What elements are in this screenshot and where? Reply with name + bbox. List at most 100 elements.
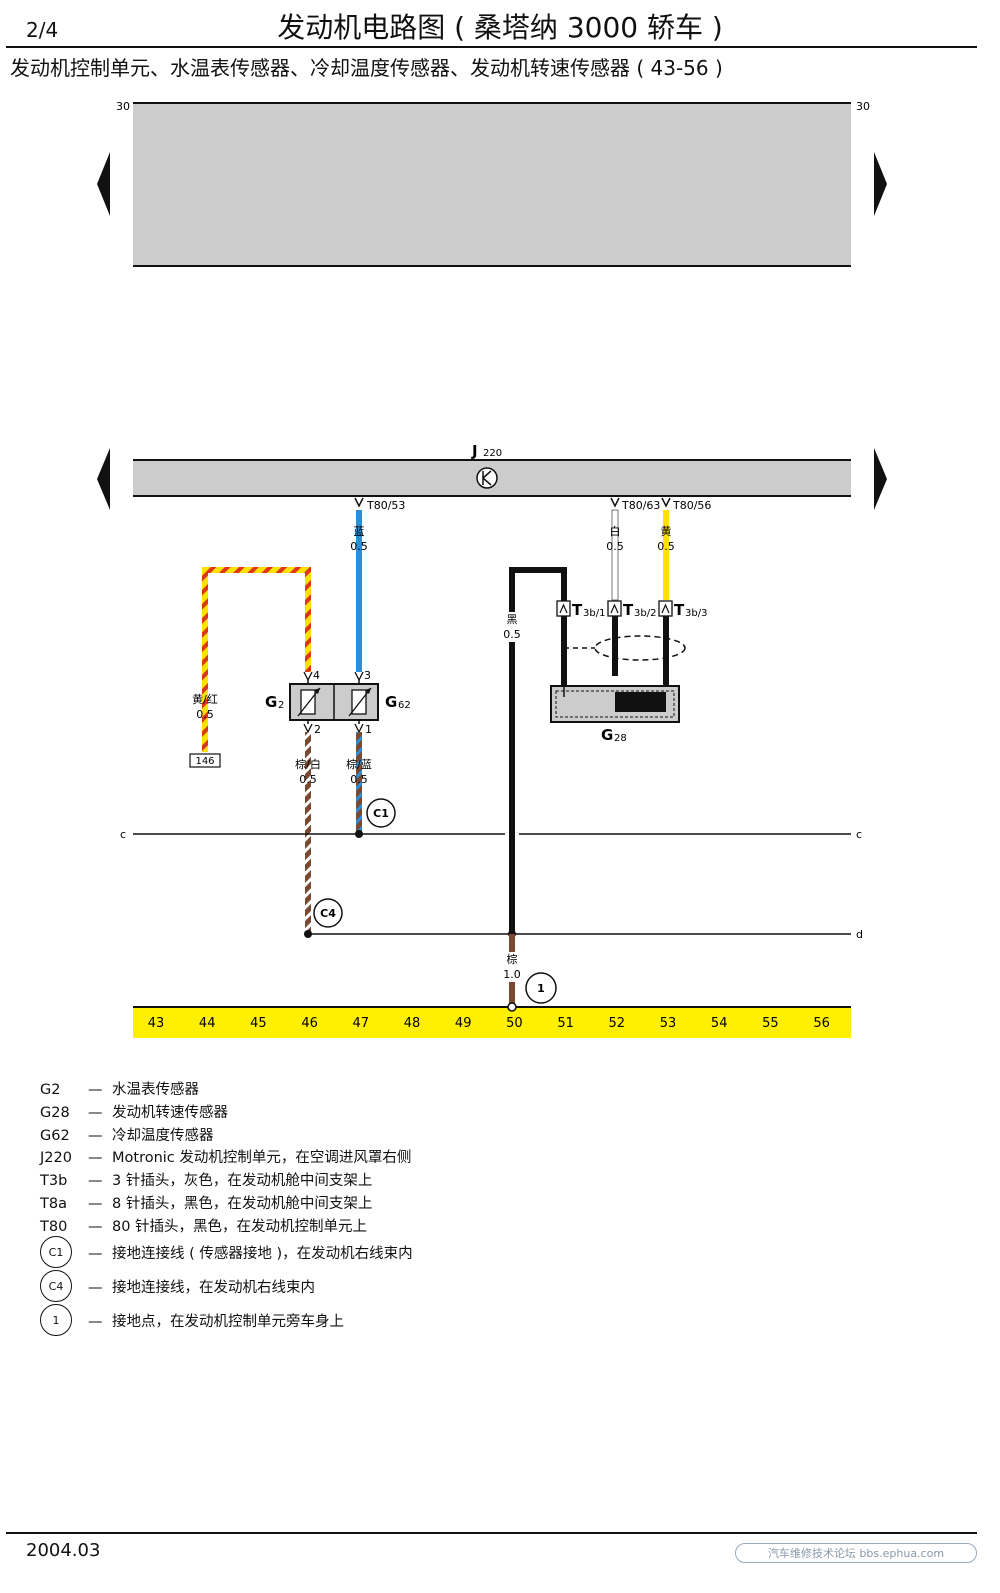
ground-c1-icon bbox=[366, 798, 396, 828]
title-divider bbox=[6, 46, 977, 48]
legend-row: G28 — 发动机转速传感器 bbox=[40, 1101, 228, 1122]
ground-strip-number: 55 bbox=[762, 1016, 779, 1031]
ground-strip-number: 53 bbox=[660, 1016, 677, 1031]
wire-brown-blue-color-label: 棕/蓝 bbox=[346, 757, 372, 771]
ground-strip-number: 46 bbox=[301, 1016, 318, 1031]
connector-t3b2-sub: 3b/2 bbox=[634, 608, 656, 619]
ground-strip-number: 54 bbox=[711, 1016, 728, 1031]
legend-dash: — bbox=[88, 1218, 103, 1235]
page-number: 2/4 bbox=[26, 18, 59, 42]
wire-brown-size-label: 1.0 bbox=[503, 968, 521, 981]
legend-row: T3b — 3 针插头，灰色，在发动机舱中间支架上 bbox=[40, 1169, 372, 1190]
legend-text: 接地连接线 ( 传感器接地 )，在发动机右线束内 bbox=[112, 1246, 413, 1262]
legend-text: 接地点，在发动机控制单元旁车身上 bbox=[112, 1314, 344, 1330]
component-g28-sub: 28 bbox=[614, 733, 627, 744]
ground-strip-number: 56 bbox=[813, 1016, 830, 1031]
ground-c4-label: C4 bbox=[320, 907, 336, 920]
shield-junction-dot bbox=[561, 645, 567, 651]
legend-code: T3b bbox=[40, 1173, 68, 1190]
wire-brown-white-size-label: 0.5 bbox=[299, 773, 317, 786]
wire-brown-white-color-label: 棕/白 bbox=[295, 757, 321, 771]
wire-yellow bbox=[663, 510, 669, 600]
legend-code: T8a bbox=[40, 1196, 67, 1212]
ecu-label: J bbox=[471, 442, 478, 460]
legend-text: 冷却温度传感器 bbox=[112, 1127, 214, 1144]
connector-t3b3-sub: 3b/3 bbox=[685, 608, 707, 619]
legend-dash: — bbox=[88, 1246, 103, 1262]
arrow-right-ecu-icon bbox=[874, 448, 887, 510]
connector-t3b-housing-icon bbox=[556, 600, 673, 617]
legend-dash: — bbox=[88, 1173, 103, 1190]
ground-c4-icon bbox=[313, 898, 343, 928]
junction-c4-dot bbox=[304, 930, 312, 938]
wire-black-size-label: 0.5 bbox=[503, 628, 521, 641]
legend-ground-icon: C1 bbox=[40, 1236, 72, 1268]
legend-dash: — bbox=[88, 1314, 103, 1330]
connector-t3b3-label: T bbox=[674, 601, 685, 619]
top-panel bbox=[133, 103, 851, 266]
ground-strip-number: 44 bbox=[199, 1016, 216, 1031]
component-g2-sub: 2 bbox=[278, 700, 284, 711]
wire-yellow-size-label: 0.5 bbox=[657, 540, 675, 553]
pin-t80-56-label: T80/56 bbox=[672, 499, 711, 512]
wire-blue-size-label: 0.5 bbox=[350, 540, 368, 553]
component-g2-label: G bbox=[265, 693, 277, 711]
wire-yellow-red-size-label: 0.5 bbox=[196, 708, 214, 721]
legend-text: 水温表传感器 bbox=[112, 1082, 199, 1098]
sensor-g28-coil bbox=[615, 692, 666, 712]
ecu-transistor-icon bbox=[476, 467, 498, 489]
page-subtitle: 发动机控制单元、水温表传感器、冷却温度传感器、发动机转速传感器 ( 43-56 … bbox=[10, 56, 723, 80]
legend-row: J220—Motronic 发动机控制单元，在空调进风罩右侧 bbox=[40, 1146, 411, 1167]
legend-text: 8 针插头，黑色，在发动机舱中间支架上 bbox=[112, 1196, 373, 1212]
wire-black-color-label: 黑 bbox=[507, 613, 518, 626]
wire-blue bbox=[356, 510, 362, 672]
legend-ground-row: — 接地连接线 ( 传感器接地 )，在发动机右线束内 bbox=[88, 1242, 413, 1263]
shield-icon bbox=[594, 635, 686, 661]
wire-brown-white bbox=[305, 732, 311, 934]
ground-strip-number: 52 bbox=[609, 1016, 626, 1031]
line-d-label: d bbox=[856, 928, 863, 941]
ref-146-label: 146 bbox=[195, 756, 214, 767]
legend-ground-icon: C4 bbox=[40, 1270, 72, 1302]
legend-text: 3 针插头，灰色，在发动机舱中间支架上 bbox=[112, 1173, 373, 1190]
component-g62-sub: 62 bbox=[398, 700, 411, 711]
ground-strip-number: 45 bbox=[250, 1016, 267, 1031]
footer-date: 2004.03 bbox=[26, 1540, 101, 1561]
legend-ground-row: — 接地连接线，在发动机右线束内 bbox=[88, 1276, 315, 1297]
sensor-pin-4-label: 4 bbox=[313, 669, 320, 682]
legend-dash: — bbox=[88, 1280, 103, 1296]
legend-text: 接地连接线，在发动机右线束内 bbox=[112, 1280, 315, 1296]
legend-code: G2 bbox=[40, 1082, 61, 1098]
ecu-label-sub: 220 bbox=[483, 448, 502, 459]
wire-blue-color-label: 蓝 bbox=[354, 525, 365, 538]
legend-row: G2 — 水温表传感器 bbox=[40, 1078, 199, 1099]
bus-30-label-right: 30 bbox=[856, 100, 870, 113]
wire-white bbox=[611, 509, 619, 601]
arrow-left-ecu-icon bbox=[97, 448, 110, 510]
legend-code: G28 bbox=[40, 1104, 70, 1121]
legend-dash: — bbox=[88, 1104, 103, 1121]
legend-dash: — bbox=[88, 1082, 103, 1098]
wire-brown-blue bbox=[356, 732, 362, 834]
legend-text: Motronic 发动机控制单元，在空调进风罩右侧 bbox=[112, 1150, 412, 1167]
component-g28-label: G bbox=[601, 726, 613, 744]
pin-terminal-icon bbox=[354, 497, 671, 508]
wire-yellow-red-color-label: 黄/红 bbox=[192, 692, 218, 706]
ground-strip-number: 47 bbox=[353, 1016, 370, 1031]
ref-146-box bbox=[189, 753, 221, 768]
thermistor-g2-icon bbox=[297, 687, 321, 717]
ground-strip bbox=[133, 1007, 851, 1038]
connector-t3b1-label: T bbox=[572, 601, 583, 619]
wire-black bbox=[509, 567, 567, 934]
footer-divider bbox=[6, 1532, 977, 1534]
legend-text: 发动机转速传感器 bbox=[112, 1104, 228, 1121]
line-c-label-right: c bbox=[856, 828, 862, 841]
wire-brown-color-label: 棕 bbox=[507, 952, 518, 966]
ground-strip-number: 48 bbox=[404, 1016, 421, 1031]
legend-code: J220 bbox=[40, 1150, 72, 1167]
thermistor-g62-icon bbox=[348, 687, 372, 717]
sensor-pin-1-label: 1 bbox=[365, 723, 372, 736]
legend-row: T8a—8 针插头，黑色，在发动机舱中间支架上 bbox=[40, 1192, 372, 1213]
wire-yellow-red bbox=[202, 567, 311, 752]
